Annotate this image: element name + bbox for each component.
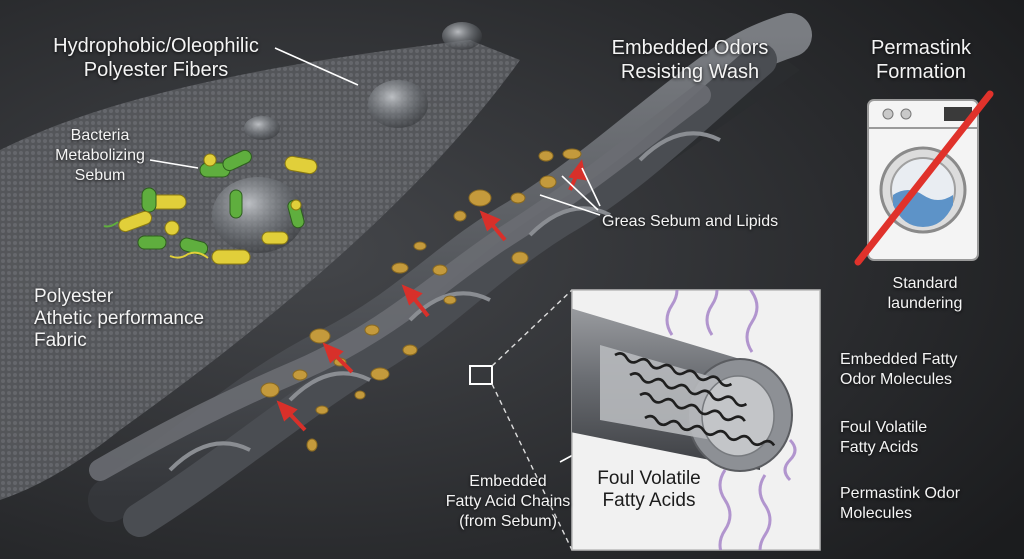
zoom-line <box>491 383 573 551</box>
braided-fiber-rope <box>88 13 812 537</box>
sebum-blobs <box>260 148 582 452</box>
water-droplet-icon <box>442 22 482 50</box>
fiber-cross-section-inset <box>571 289 821 551</box>
prohibition-slash-icon <box>854 90 994 266</box>
bacteria-icon <box>103 149 318 265</box>
water-droplet-icon <box>244 116 280 140</box>
fabric-swatch <box>0 40 520 500</box>
penetration-arrows <box>276 159 587 432</box>
water-droplet-icon <box>368 80 428 128</box>
label-greas-sebum: Greas Sebum and Lipids <box>602 213 779 230</box>
zoom-line <box>491 289 573 367</box>
odor-wisps <box>665 290 797 550</box>
zoom-source-box <box>469 365 493 385</box>
